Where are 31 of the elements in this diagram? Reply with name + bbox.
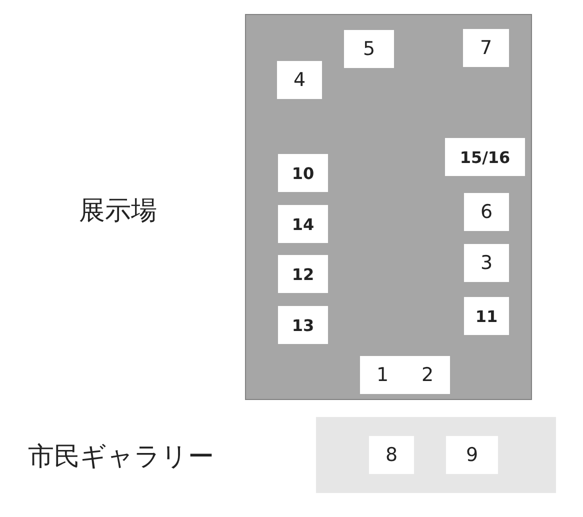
booth-box: [464, 193, 509, 231]
booth-number: 14: [292, 214, 314, 234]
booth-box: [445, 138, 525, 176]
area-label: 市民ギャラリー: [28, 441, 214, 474]
booth-box: [278, 154, 328, 192]
booth-box: [278, 255, 328, 293]
booth-box: [464, 297, 509, 335]
booth-number: 5: [362, 38, 376, 60]
booth-box: [360, 356, 450, 394]
booth-box: [369, 436, 414, 474]
booth-box: [278, 205, 328, 243]
booth-box: [463, 29, 509, 67]
booth-box: [277, 61, 322, 99]
booth-number: 6: [480, 201, 493, 223]
booth-number: 12: [292, 264, 314, 284]
booth-box: [344, 30, 394, 68]
booth-number: 13: [292, 316, 314, 334]
booth-number: 11: [475, 306, 498, 326]
booth-number: 9: [466, 444, 478, 466]
booth-number: 4: [293, 69, 306, 91]
booth-box: [464, 244, 509, 282]
booth-number: 15/16: [460, 148, 510, 166]
booth-number: 3: [480, 252, 493, 274]
booth-number: 8: [385, 444, 398, 466]
booth-box: [446, 436, 498, 474]
booth-number: 2: [421, 364, 434, 386]
booth-number: 7: [480, 37, 492, 59]
booth-box: [278, 306, 328, 344]
booth-number: 1: [376, 364, 389, 386]
area-label: 展示場: [79, 195, 157, 228]
booth-number: 10: [292, 164, 314, 182]
